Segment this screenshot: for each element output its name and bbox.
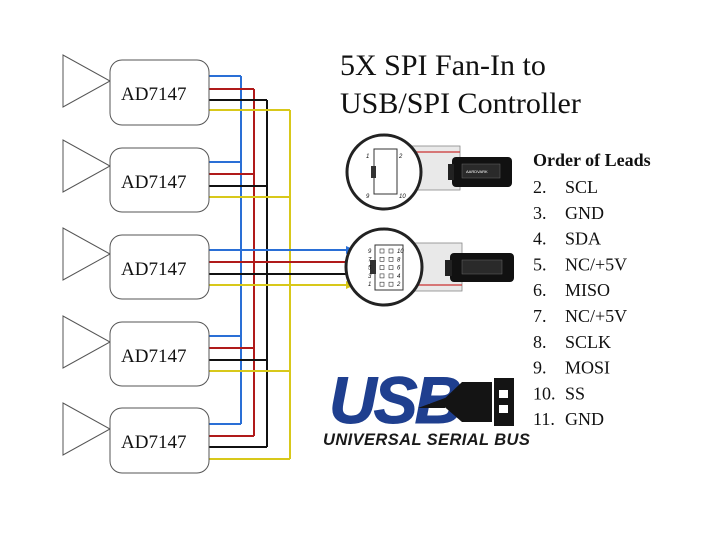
wire-bundle	[209, 75, 355, 460]
leads-items: 2. SCL 3. GND 4. SDA 5. NC/+5V 6. MISO 7. NC/+5V 8. S…	[533, 177, 627, 429]
pin-socket-right-2	[388, 256, 394, 262]
pin-label-top-2: 2	[398, 154, 403, 160]
dongle-strain-relief-top	[448, 164, 454, 180]
pin-socket-right-5	[388, 281, 394, 287]
dongle-label-plate-top	[461, 163, 501, 179]
leads-list: Order of Leads 2. SCL 3. GND 4. SDA 5. NC/+5V 6.…	[533, 150, 651, 429]
usb-plug-slot-1	[499, 390, 508, 398]
usb-plug-icon	[418, 378, 514, 426]
lead-number-5: 6.	[533, 280, 547, 300]
sensor-triangle-2	[62, 139, 112, 193]
connector-socket-top	[373, 148, 398, 195]
sensor-triangle-3	[62, 227, 112, 281]
lead-name-1: SCL	[565, 177, 598, 197]
chip-stack: AD7147 AD7147 AD7147 AD7147 AD7147	[62, 54, 210, 474]
pin-label-top-1: 1	[366, 154, 369, 160]
lead-number-4: 5.	[533, 254, 547, 274]
dongle-brand-top: AARDVARK	[466, 169, 488, 174]
pin-socket-right-3	[388, 265, 394, 270]
lead-number-1: 2.	[533, 177, 547, 197]
chip-4: AD7147	[62, 315, 210, 387]
usb-plug-slot-2	[499, 405, 508, 413]
usb-plug-head	[494, 378, 514, 426]
lead-name-6: NC/+5V	[565, 306, 627, 326]
lead-number-7: 8.	[533, 332, 547, 352]
pin-label-top-10: 10	[399, 194, 406, 200]
chip-box-2	[109, 147, 210, 213]
title-line-2: USB/SPI Controller	[340, 87, 581, 120]
title-line-1: 5X SPI Fan-In to	[340, 49, 546, 82]
usb-logo-text: USB	[329, 363, 461, 437]
sensor-triangle-1	[62, 54, 112, 108]
pin-label-right-5: 2	[396, 282, 401, 288]
lead-name-4: NC/+5V	[565, 254, 627, 274]
lead-number-3: 4.	[533, 229, 547, 249]
pin-socket-right-4	[388, 273, 394, 279]
pin-label-left-3: 5	[368, 266, 372, 272]
connector-top: 1 2 9 10 AARDVARK	[345, 133, 512, 211]
pin-socket-right-1	[388, 248, 394, 254]
pin-label-right-3: 6	[397, 266, 401, 272]
chip-2: AD7147	[62, 139, 210, 213]
pin-label-left-5: 1	[368, 282, 371, 288]
bottom-pin-grid: 9 7 5 3 1 10 8 6 4 2	[368, 248, 404, 288]
lead-number-9: 10.	[533, 383, 556, 403]
usb-plug-tail	[418, 398, 445, 408]
pin-label-left-1: 9	[368, 249, 372, 255]
dongle-label-plate-bottom	[461, 259, 503, 275]
pin-label-right-2: 8	[397, 257, 401, 263]
pin-label-top-9: 9	[366, 194, 370, 200]
usb-logo: USB UNIVERSAL SERIAL BUS	[323, 363, 530, 450]
chip-box-5	[109, 407, 210, 474]
chip-box-4	[109, 321, 210, 387]
connector-key-bottom	[370, 260, 376, 274]
chip-label-4: AD7147	[121, 346, 186, 367]
usb-plug-body	[440, 382, 492, 422]
chip-label-3: AD7147	[121, 259, 186, 280]
pin-socket-left-4	[379, 273, 385, 279]
lead-name-9: SS	[565, 383, 585, 403]
dongle-strain-relief-bottom	[445, 260, 452, 276]
usb-logo-subtitle: UNIVERSAL SERIAL BUS	[323, 431, 530, 449]
chip-label-2: AD7147	[121, 172, 186, 193]
sensor-triangle-5	[62, 402, 112, 456]
chip-label-5: AD7147	[121, 432, 186, 453]
pin-socket-left-1	[379, 248, 385, 254]
lead-name-7: SCLK	[565, 332, 611, 352]
pin-socket-left-3	[379, 265, 385, 270]
pin-socket-left-2	[379, 256, 385, 262]
lead-number-2: 3.	[533, 203, 547, 223]
chip-3: AD7147	[62, 227, 210, 300]
lead-name-10: GND	[565, 409, 604, 429]
chip-1: AD7147	[62, 54, 210, 126]
lead-name-2: GND	[565, 203, 604, 223]
lead-name-5: MISO	[565, 280, 610, 300]
lead-number-8: 9.	[533, 358, 547, 378]
lead-name-3: SDA	[565, 229, 601, 249]
lead-name-8: MOSI	[565, 358, 610, 378]
pin-label-left-2: 7	[368, 257, 372, 263]
connector-key-top	[371, 166, 376, 178]
pin-label-left-4: 3	[368, 274, 372, 280]
pin-socket-left-5	[379, 281, 385, 287]
chip-box-1	[109, 59, 210, 126]
lead-number-6: 7.	[533, 306, 547, 326]
chip-box-3	[109, 234, 210, 300]
connector-bottom: 9 7 5 3 1 10 8 6 4 2	[344, 227, 514, 307]
leads-heading: Order of Leads	[533, 150, 651, 170]
pin-label-right-4: 4	[397, 274, 401, 280]
lead-number-10: 11.	[533, 409, 555, 429]
pin-label-right-1: 10	[397, 249, 404, 255]
chip-5: AD7147	[62, 402, 210, 474]
chip-label-1: AD7147	[121, 84, 186, 105]
sensor-triangle-4	[62, 315, 112, 369]
